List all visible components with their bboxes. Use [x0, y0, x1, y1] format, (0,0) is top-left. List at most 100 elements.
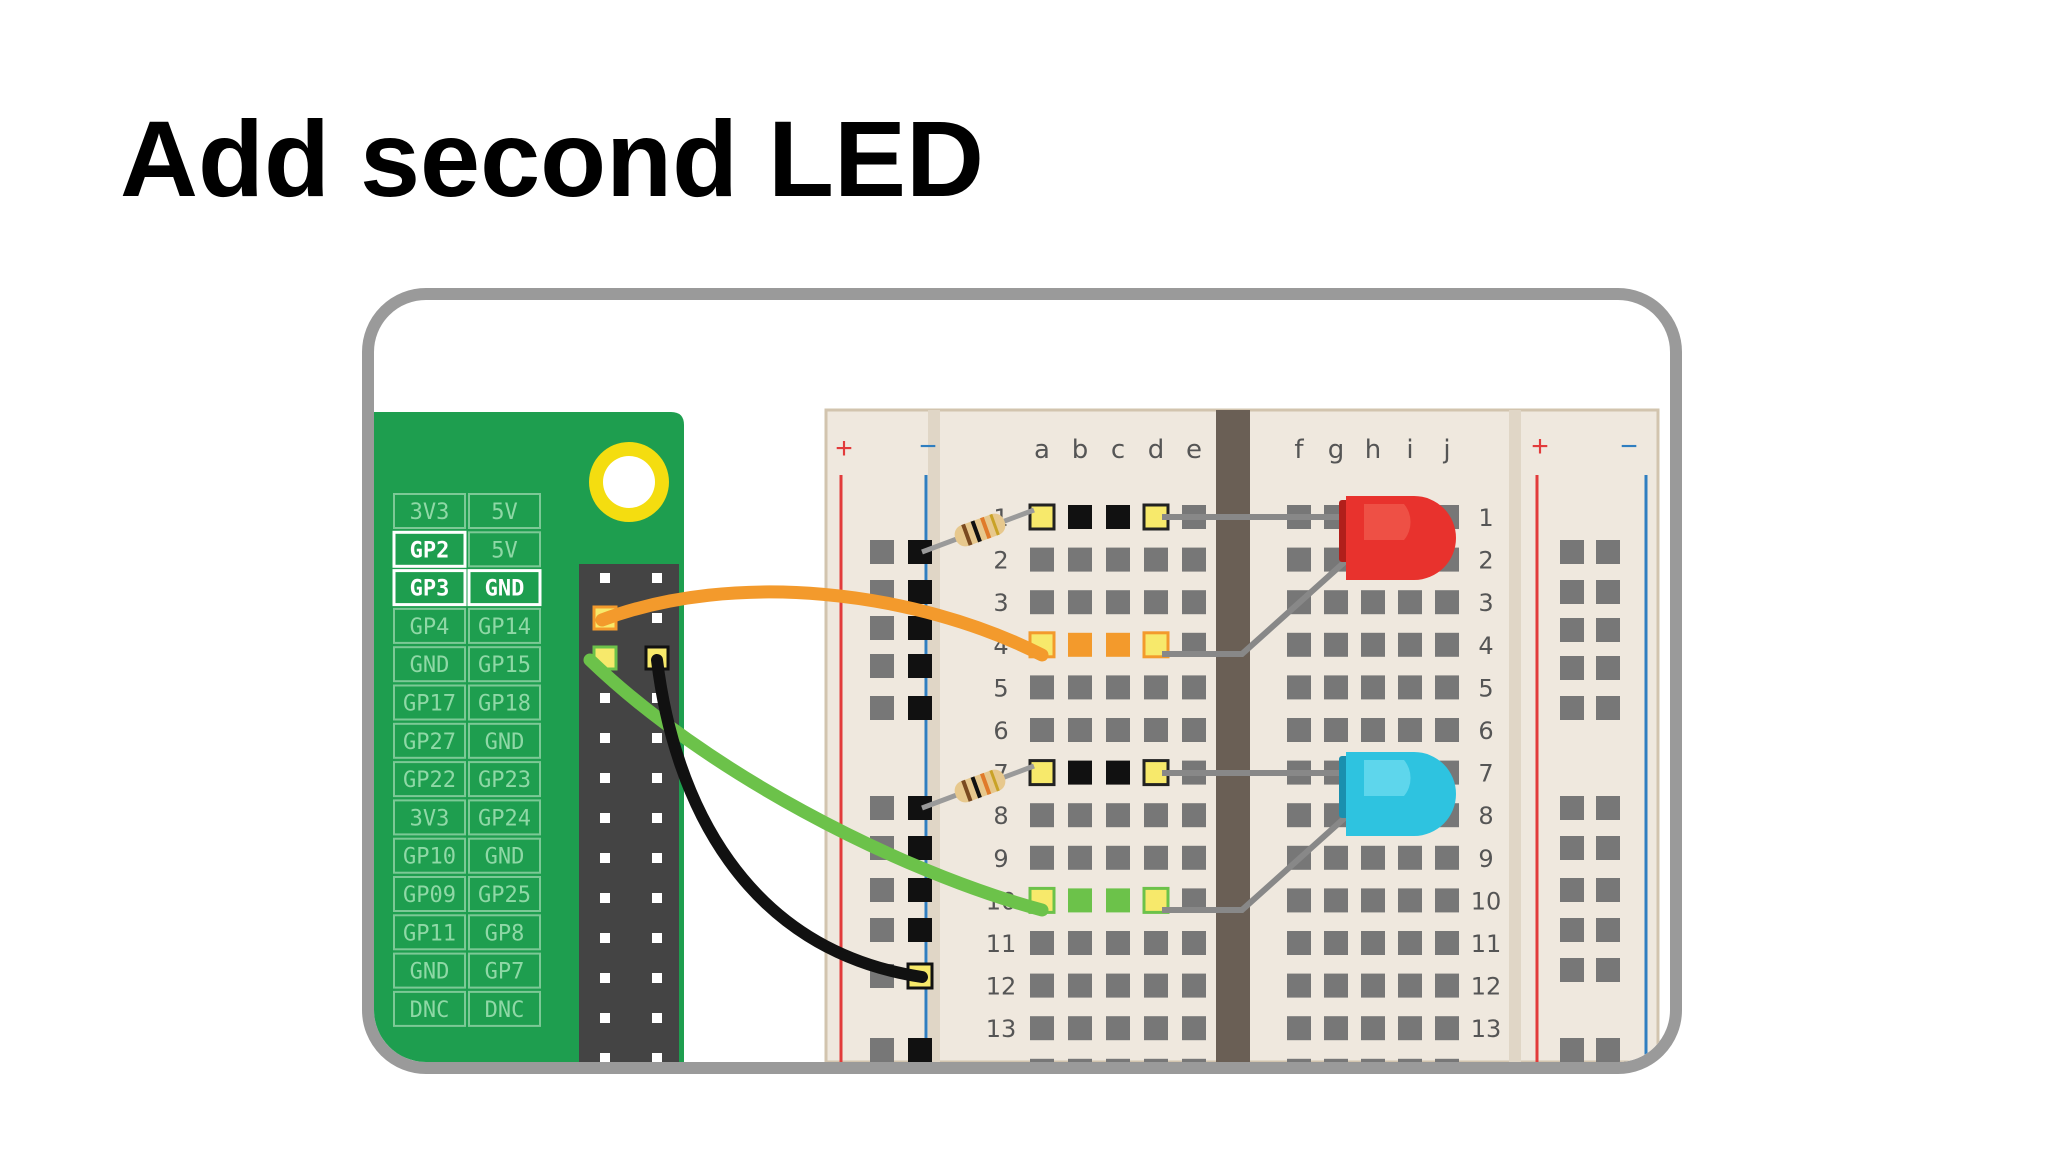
breadboard-hole: [1560, 540, 1584, 564]
header-pin: [600, 1053, 610, 1062]
row-number: 7: [1478, 760, 1493, 788]
breadboard-hole: [908, 836, 932, 860]
breadboard-hole: [1106, 675, 1130, 700]
breadboard-hole: [1287, 547, 1311, 572]
breadboard-hole: [1030, 590, 1054, 615]
breadboard-hole: [1068, 718, 1092, 742]
row-number: 13: [986, 1015, 1017, 1043]
breadboard-hole: [1435, 675, 1459, 700]
breadboard-hole: [1142, 886, 1170, 914]
row-number: 13: [1471, 1015, 1502, 1043]
row-number: 6: [993, 717, 1008, 745]
breadboard-hole: [1596, 656, 1620, 680]
green-wire: [583, 653, 1049, 917]
row-number: 3: [993, 589, 1008, 617]
breadboard-hole: [1106, 845, 1130, 870]
row-number: 8: [993, 802, 1008, 830]
header-pin: [600, 933, 610, 943]
breadboard-hole: [1106, 760, 1130, 785]
pin-label-box: [393, 952, 466, 989]
breadboard-hole: [870, 654, 894, 678]
pin-label: GND: [485, 730, 525, 755]
pin-label: GP17: [403, 692, 456, 717]
breadboard-hole: [1287, 1058, 1311, 1062]
breadboard-hole: [1596, 540, 1620, 564]
breadboard-hole: [1596, 836, 1620, 860]
pin-label-box: [468, 837, 541, 874]
breadboard-hole: [1106, 505, 1130, 529]
header-pin: [652, 853, 662, 863]
breadboard-hole: [908, 580, 932, 604]
minus-rail-label-right: −: [1620, 430, 1638, 463]
breadboard-hole: [1596, 618, 1620, 642]
column-letter: h: [1365, 435, 1381, 465]
pin-label-box: [393, 646, 466, 683]
row-number: 1: [1478, 504, 1493, 532]
breadboard-hole: [870, 616, 894, 640]
breadboard-hole: [1361, 590, 1385, 615]
breadboard-hole: [1435, 590, 1459, 615]
breadboard-hole: [1106, 1058, 1130, 1062]
pin-label: GP4: [410, 615, 450, 640]
pin-label: GP11: [403, 921, 456, 946]
breadboard-hole: [1560, 618, 1584, 642]
breadboard-hole: [1324, 931, 1348, 955]
breadboard-hole: [1030, 547, 1054, 572]
header-pin: [652, 813, 662, 823]
column-letter: j: [1442, 435, 1450, 465]
row-numbers: 11223344556677889910101111121213131414: [986, 504, 1502, 1062]
row-number: 11: [986, 930, 1017, 958]
breadboard-hole: [1144, 845, 1168, 870]
breadboard-hole: [1435, 888, 1459, 913]
breadboard-hole: [1361, 1058, 1385, 1062]
breadboard-hole: [1068, 845, 1092, 870]
breadboard-hole: [1068, 973, 1092, 998]
breadboard-hole: [1144, 675, 1168, 700]
breadboard-hole: [1398, 973, 1422, 998]
breadboard-hole: [1068, 888, 1092, 913]
header-pin: [600, 733, 610, 743]
minus-rail-label-left: −: [919, 430, 937, 463]
breadboard-hole: [1182, 973, 1206, 998]
pin-label-box: [393, 799, 466, 836]
breadboard-hole: [1028, 503, 1056, 531]
column-letter: g: [1328, 435, 1345, 465]
breadboard-hole: [1287, 1016, 1311, 1041]
breadboard-hole: [1106, 632, 1130, 657]
breadboard-hole: [1068, 632, 1092, 657]
breadboard-hole: [1324, 1058, 1348, 1062]
breadboard-hole: [1596, 918, 1620, 942]
breadboard-hole: [870, 540, 894, 564]
pin-label-box: [468, 531, 541, 568]
breadboard-hole: [1398, 1016, 1422, 1041]
breadboard-hole: [1144, 718, 1168, 742]
breadboard-hole: [1435, 845, 1459, 870]
breadboard-hole: [1106, 547, 1130, 572]
breadboard-hole: [1144, 973, 1168, 998]
header-pin: [600, 893, 610, 903]
pin-label: DNC: [410, 998, 450, 1023]
pin-label-box: [468, 761, 541, 798]
breadboard-hole: [1596, 796, 1620, 820]
breadboard-hole: [1030, 931, 1054, 955]
breadboard-hole: [1144, 1058, 1168, 1062]
breadboard-hole: [908, 878, 932, 902]
breadboard-hole: [1144, 590, 1168, 615]
breadboard-hole: [1287, 718, 1311, 742]
breadboard-hole: [1182, 547, 1206, 572]
pin-label-box: [468, 990, 541, 1027]
breadboard-hole: [1435, 1016, 1459, 1041]
breadboard-hole: [1182, 931, 1206, 955]
row-number: 3: [1478, 589, 1493, 617]
breadboard-hole: [1324, 632, 1348, 657]
breadboard-hole: [1435, 632, 1459, 657]
breadboard-hole: [870, 696, 894, 720]
row-number: 14: [986, 1058, 1017, 1062]
breadboard-hole: [1560, 958, 1584, 982]
pin-label: GP8: [485, 921, 525, 946]
pin-label: DNC: [485, 998, 525, 1023]
header-pin: [600, 693, 610, 703]
breadboard-hole: [1144, 547, 1168, 572]
